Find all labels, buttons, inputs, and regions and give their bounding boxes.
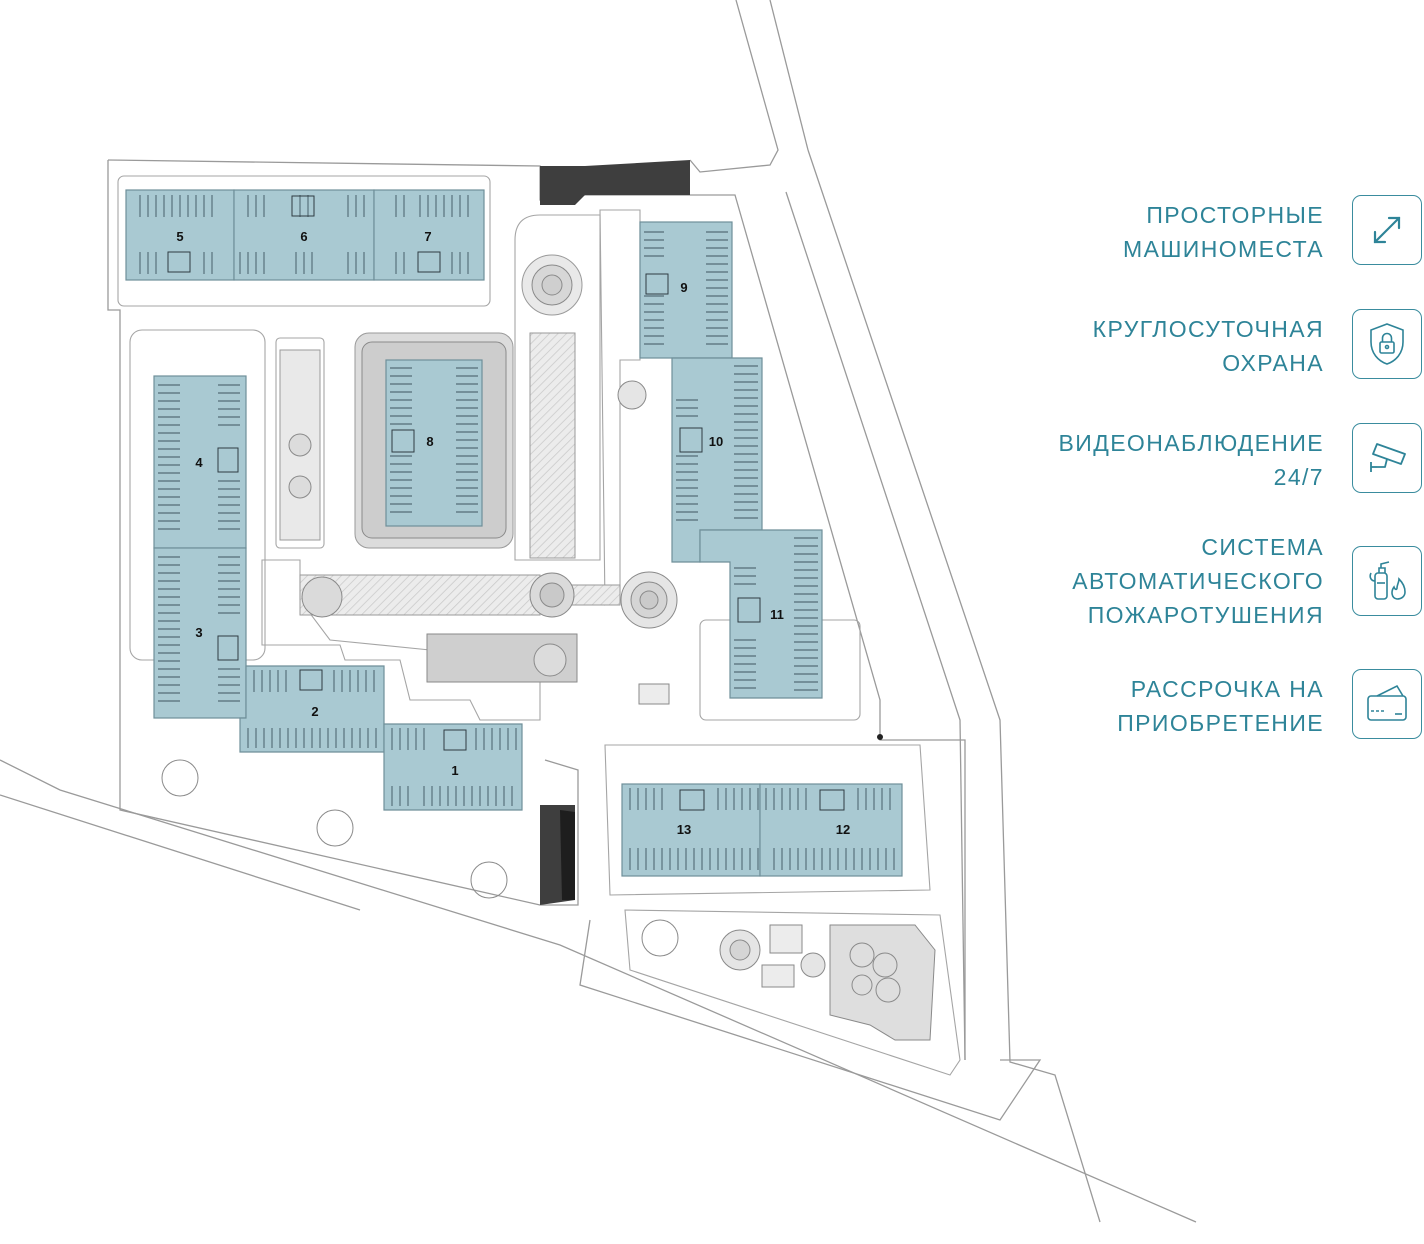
section-label: 5 (176, 229, 183, 244)
feature-line: 24/7 (1273, 464, 1324, 490)
feature-text: СИСТЕМА АВТОМАТИЧЕСКОГО ПОЖАРОТУШЕНИЯ (994, 526, 1324, 636)
fire-extinguisher-icon (1369, 561, 1406, 600)
feature-video-surveillance: ВИДЕОНАБЛЮДЕНИЕ 24/7 (984, 423, 1424, 503)
feature-fire-suppression: СИСТЕМА АВТОМАТИЧЕСКОГО ПОЖАРОТУШЕНИЯ (984, 534, 1424, 628)
parking-section-11 (699, 529, 823, 699)
parking-section-13 (621, 783, 761, 877)
parking-sections (125, 189, 903, 877)
expand-arrows-icon (1373, 216, 1401, 244)
feature-text: ПРОСТОРНЫЕ МАШИНОМЕСТА (994, 195, 1324, 269)
parking-stalls (139, 195, 895, 870)
parking-section-8 (385, 359, 483, 527)
feature-line: ОХРАНА (1222, 350, 1324, 376)
feature-text: ВИДЕОНАБЛЮДЕНИЕ 24/7 (994, 423, 1324, 497)
stair-cores (167, 195, 845, 811)
parking-section-1 (383, 723, 523, 811)
feature-icon-frame (1352, 669, 1422, 739)
feature-icon-frame (1352, 423, 1422, 493)
feature-text: КРУГЛОСУТОЧНАЯ ОХРАНА (994, 309, 1324, 383)
section-label: 9 (680, 280, 687, 295)
feature-icon-frame (1352, 546, 1422, 616)
cctv-camera-icon (1370, 443, 1406, 472)
ramp-entries (540, 160, 690, 905)
shield-lock-icon (1370, 323, 1404, 365)
section-label: 11 (770, 607, 784, 622)
parking-section-12 (759, 783, 903, 877)
feature-installment-plan: РАССРОЧКА НА ПРИОБРЕТЕНИЕ (984, 669, 1424, 749)
feature-line: ПРИОБРЕТЕНИЕ (1117, 710, 1324, 736)
section-label: 12 (836, 822, 850, 837)
feature-round-the-clock-security: КРУГЛОСУТОЧНАЯ ОХРАНА (984, 309, 1424, 389)
feature-line: КРУГЛОСУТОЧНАЯ (1092, 316, 1324, 342)
section-label: 2 (311, 704, 318, 719)
feature-icon-frame (1352, 309, 1422, 379)
feature-line: МАШИНОМЕСТА (1123, 236, 1324, 262)
parking-section-9 (639, 221, 733, 359)
section-label: 8 (426, 434, 433, 449)
section-labels: 5 6 7 8 4 3 2 1 9 10 11 13 12 (176, 229, 850, 837)
parking-section-3 (153, 547, 247, 719)
feature-icon-frame (1352, 195, 1422, 265)
feature-line: ПОЖАРОТУШЕНИЯ (1087, 602, 1324, 628)
section-label: 4 (195, 455, 203, 470)
road-outlines (0, 0, 1197, 1223)
credit-card-icon (1367, 684, 1407, 721)
feature-line: СИСТЕМА (1201, 534, 1324, 560)
section-label: 13 (677, 822, 691, 837)
feature-spacious-spaces: ПРОСТОРНЫЕ МАШИНОМЕСТА (984, 195, 1424, 275)
section-label: 3 (195, 625, 202, 640)
feature-line: ВИДЕОНАБЛЮДЕНИЕ (1058, 430, 1324, 456)
feature-line: ПРОСТОРНЫЕ (1146, 202, 1324, 228)
site-internal-paths (117, 175, 961, 1076)
parking-section-2 (239, 665, 385, 753)
section-label: 7 (424, 229, 431, 244)
feature-text: РАССРОЧКА НА ПРИОБРЕТЕНИЕ (994, 669, 1324, 743)
section-label: 6 (300, 229, 307, 244)
feature-line: АВТОМАТИЧЕСКОГО (1072, 568, 1324, 594)
section-label: 1 (451, 763, 458, 778)
parking-section-7 (373, 189, 485, 281)
section-label: 10 (709, 434, 723, 449)
feature-line: РАССРОЧКА НА (1130, 676, 1324, 702)
